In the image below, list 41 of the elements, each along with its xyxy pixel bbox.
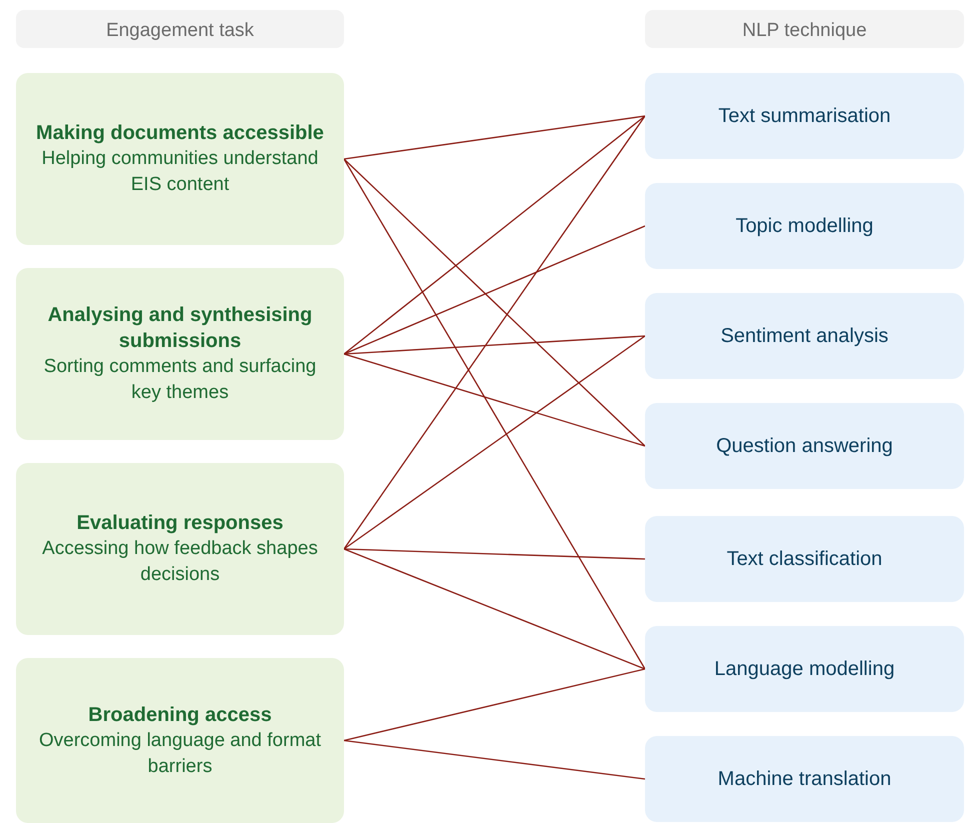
technique-name: Topic modelling: [736, 214, 874, 239]
connector-line: [344, 548, 646, 670]
task-box: [16, 463, 344, 635]
connector-line: [344, 115, 646, 160]
technique-box: [645, 73, 964, 159]
technique-name: Machine translation: [718, 767, 892, 792]
technique-name: Question answering: [716, 434, 893, 459]
technique-box: [645, 626, 964, 712]
connector-line: [343, 158, 646, 670]
technique-name: Text classification: [726, 547, 882, 572]
technique-name: Text summarisation: [718, 104, 891, 129]
technique-box: [645, 183, 964, 269]
task-box: [16, 73, 344, 245]
connector-line: [344, 116, 646, 354]
technique-box: [645, 736, 964, 822]
technique-box: [645, 516, 964, 602]
connector-line: [344, 335, 646, 550]
technique-name: Sentiment analysis: [720, 324, 888, 349]
task-description: Overcoming language and format barriers: [38, 728, 322, 778]
column-heading: Engagement task: [106, 19, 254, 43]
technique-box: [645, 403, 964, 489]
connector-line: [343, 116, 646, 550]
task-description: Helping communities understand EIS content: [40, 147, 320, 197]
technique-name: Language modelling: [714, 657, 895, 682]
task-title: Evaluating responses: [76, 511, 284, 536]
column-heading: NLP technique: [742, 19, 867, 43]
connector-line: [344, 548, 646, 560]
connector-line: [344, 335, 646, 355]
task-description: Accessing how feedback shapes decisions: [41, 537, 319, 587]
connector-line: [344, 158, 646, 446]
connector-line: [344, 353, 646, 447]
connector-line: [344, 740, 646, 780]
connector-line: [344, 225, 646, 355]
task-box: [16, 268, 344, 440]
technique-box: [645, 293, 964, 379]
task-title: Broadening access: [88, 702, 272, 728]
task-title: Making documents accessible: [36, 121, 324, 146]
task-title: Analysing and synthesising submissions: [46, 303, 314, 354]
task-description: Sorting comments and surfacing key themes: [42, 355, 318, 405]
task-box: [16, 658, 344, 823]
connector-line: [344, 668, 646, 742]
